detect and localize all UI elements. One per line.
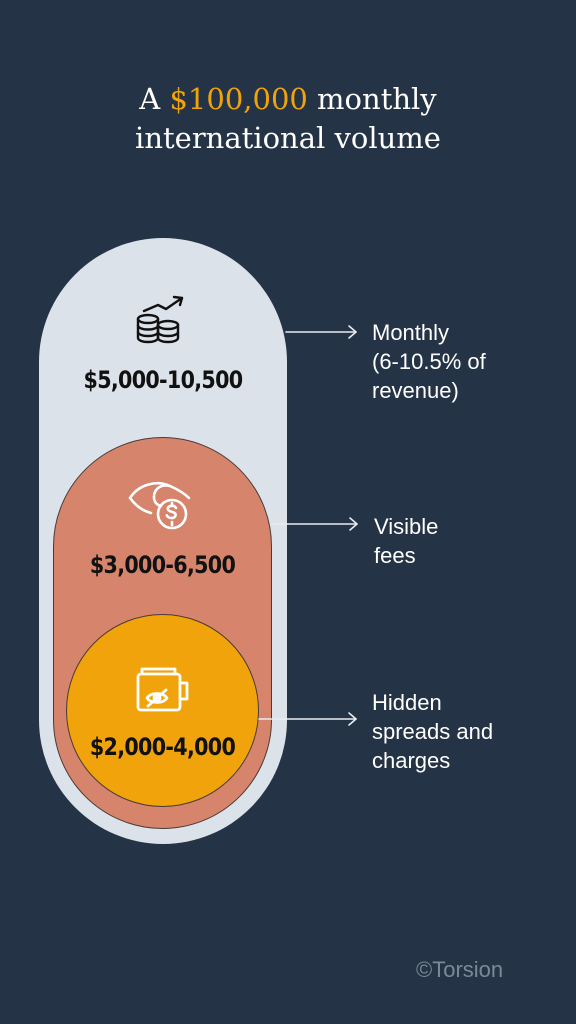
- coins-growth-icon: [136, 295, 184, 344]
- label-monthly: Monthly (6-10.5% of revenue): [372, 318, 486, 405]
- copyright-footer: ©Torsion: [416, 957, 504, 982]
- label-hidden-line3: charges: [372, 748, 451, 773]
- connector-arrow-monthly: [285, 325, 357, 339]
- label-visible-line1: Visible: [374, 514, 439, 539]
- title-suffix: monthly: [307, 82, 437, 116]
- amount-hidden-charges: $2,000-4,000: [89, 733, 236, 761]
- label-visible-line2: fees: [374, 543, 416, 568]
- amount-visible-fees: $3,000-6,500: [89, 551, 236, 579]
- label-visible-fees: Visible fees: [374, 512, 438, 570]
- label-hidden-charges: Hidden spreads and charges: [372, 688, 493, 775]
- eye-dollar-icon: [128, 482, 191, 530]
- page-title: A $100,000 monthly international volume: [0, 80, 576, 158]
- title-line2: international volume: [135, 121, 441, 155]
- title-highlight: $100,000: [169, 82, 308, 116]
- title-prefix: A: [139, 82, 170, 116]
- label-hidden-line1: Hidden: [372, 690, 442, 715]
- label-hidden-line2: spreads and: [372, 719, 494, 744]
- label-monthly-line2: (6-10.5% of: [372, 349, 486, 374]
- amount-monthly-total: $5,000-10,500: [83, 366, 244, 394]
- label-monthly-line3: revenue): [372, 378, 459, 403]
- label-monthly-line1: Monthly: [372, 320, 450, 345]
- hidden-wallet-icon: [136, 667, 189, 712]
